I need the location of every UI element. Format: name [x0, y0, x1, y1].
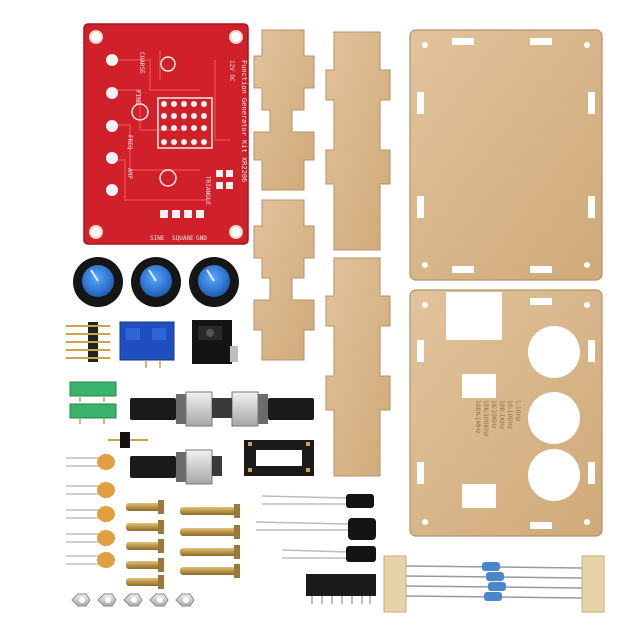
knob-3	[189, 257, 239, 307]
acrylic-top-panel	[409, 29, 603, 281]
pcb-board: Function Generator Kit XR2206 COARSE FIN…	[83, 23, 249, 245]
hex-nuts	[71, 593, 195, 607]
potentiometers	[130, 391, 314, 485]
knob-2	[131, 257, 181, 307]
range-label-1: 1-10Hz	[514, 400, 521, 421]
range-label-2: 10-100Hz	[506, 400, 513, 429]
knobs	[73, 257, 239, 307]
dc-power-jack	[192, 320, 238, 364]
mounting-holes	[89, 30, 243, 239]
range-label-4: 1K-10KHz	[490, 400, 497, 429]
electrolytic-capacitors	[255, 494, 376, 562]
pcb-label-square: SQUARE	[172, 235, 194, 242]
resistor-strip	[383, 555, 605, 613]
pcb-label-triangle: TRIANGLE	[204, 176, 211, 205]
range-label-5: 10K-100KHz	[482, 400, 489, 436]
side-panel-2	[325, 31, 391, 251]
screw-right-column	[180, 504, 240, 578]
screws	[126, 500, 240, 589]
pcb-label-coarse: COARSE	[138, 52, 145, 74]
pcb-label-amp: AMP	[126, 168, 133, 179]
ic-footprint	[157, 97, 213, 149]
range-label-6: 100K-1MHz	[474, 400, 481, 434]
side-panel-4	[325, 257, 391, 477]
green-jumpers	[69, 381, 117, 424]
range-label-3: 100-1KHz	[498, 400, 505, 429]
blue-terminal-block	[119, 321, 175, 368]
pcb-label-sine: SINE	[150, 235, 165, 242]
pcb-title-text: Function Generator Kit XR2206	[240, 60, 248, 182]
knob-1	[73, 257, 123, 307]
ic-chip	[306, 574, 376, 604]
pcb-label-fine: FINE	[134, 90, 141, 105]
acrylic-side-panels	[253, 29, 391, 477]
potentiometer-3	[130, 449, 222, 485]
ic-socket	[244, 440, 314, 476]
ceramic-capacitors	[66, 454, 115, 568]
pcb-label-power: 12V DC	[228, 60, 235, 82]
pcb-label-freq: FREQ	[126, 135, 133, 150]
small-jumper	[108, 432, 148, 448]
side-panel-1	[253, 29, 315, 191]
pin-header	[66, 322, 110, 362]
side-panel-3	[253, 199, 315, 361]
acrylic-front-panel: 1-10Hz 10-100Hz 100-1KHz 1K-10KHz 10K-10…	[409, 289, 603, 537]
potentiometer-1	[130, 391, 222, 427]
potentiometer-2	[222, 391, 314, 427]
pcb-label-gnd: GND	[196, 235, 207, 242]
screw-left-column	[126, 500, 164, 589]
panel-range-labels: 1-10Hz 10-100Hz 100-1KHz 1K-10KHz 10K-10…	[474, 400, 521, 436]
